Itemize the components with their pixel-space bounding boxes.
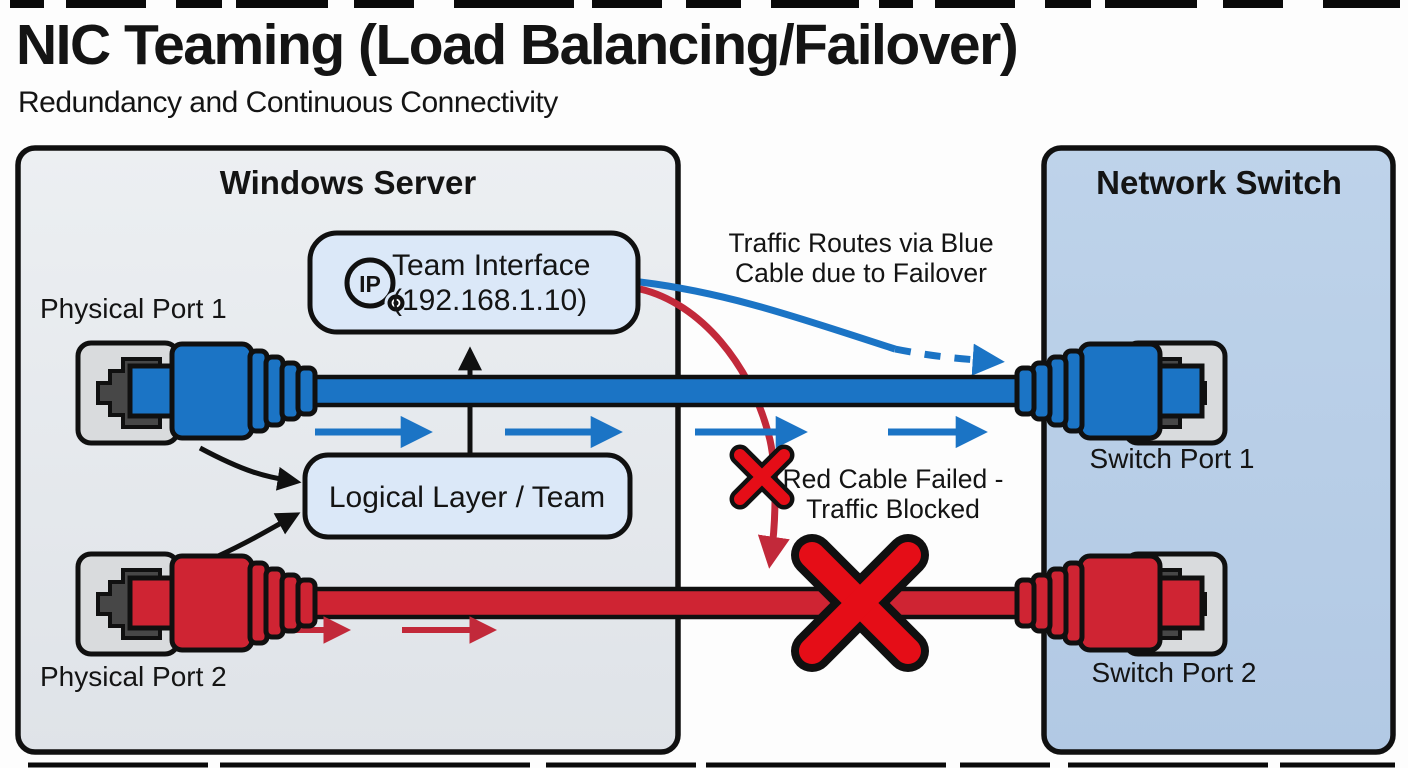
svg-text:Cable due to Failover: Cable due to Failover [735, 258, 987, 288]
logical-layer-label: Logical Layer / Team [329, 481, 605, 514]
team-interface-label: Team Interface [392, 249, 590, 282]
cable-failed-x-icon [791, 534, 929, 672]
failover-note: Traffic Routes via Blue Cable due to Fai… [728, 228, 993, 288]
ip-icon: IP [344, 257, 408, 315]
port1-to-logical-connector [198, 445, 302, 491]
team-interface-box: IP Team Interface (192.168.1.10) [307, 230, 641, 335]
svg-text:Traffic Routes via Blue: Traffic Routes via Blue [728, 228, 993, 258]
windows-server-title: Windows Server [220, 164, 477, 201]
red-cable [297, 586, 1033, 620]
page-title: NIC Teaming (Load Balancing/Failover) [16, 13, 1017, 77]
switch-port2-label: Switch Port 2 [1092, 657, 1257, 688]
failover-route-arrow [639, 278, 1005, 376]
svg-text:Traffic Blocked: Traffic Blocked [806, 494, 980, 524]
switch-port1-label: Switch Port 1 [1090, 443, 1255, 474]
failed-route-arrow [639, 285, 790, 569]
physical-port2-label: Physical Port 2 [40, 661, 227, 692]
failed-note: Red Cable Failed - Traffic Blocked [783, 464, 1004, 524]
logical-layer-box: Logical Layer / Team [302, 452, 633, 540]
physical-port1-label: Physical Port 1 [40, 293, 227, 324]
svg-text:Red Cable Failed -: Red Cable Failed - [783, 464, 1004, 494]
network-switch-title: Network Switch [1096, 164, 1342, 201]
page-subtitle: Redundancy and Continuous Connectivity [18, 86, 558, 119]
blue-cable [297, 374, 1033, 408]
blocked-x-icon [729, 444, 795, 510]
team-interface-ip: (192.168.1.10) [392, 284, 587, 317]
svg-text:IP: IP [359, 271, 381, 297]
